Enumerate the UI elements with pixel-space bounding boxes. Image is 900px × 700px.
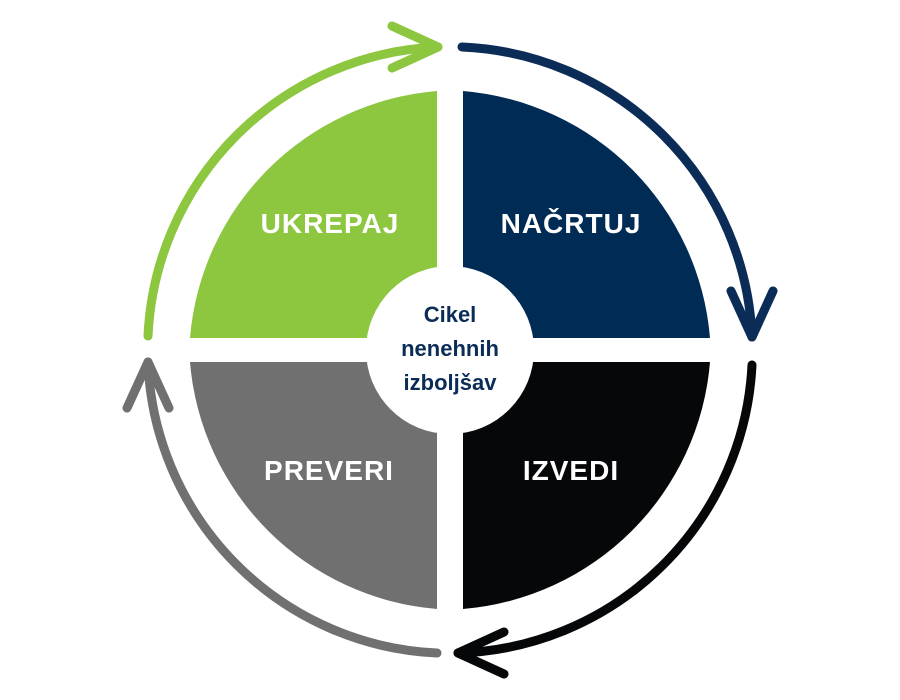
quadrant-ukrepaj — [190, 91, 437, 338]
quadrant-nacrtuj — [463, 91, 710, 338]
label-izvedi: IZVEDI — [523, 455, 619, 486]
center-line-2: nenehnih — [401, 336, 499, 361]
arrow-ukrepaj-to-nacrtuj-icon — [143, 21, 443, 341]
center-line-1: Cikel — [424, 302, 477, 327]
center-circle — [366, 266, 534, 434]
cycle-arrows — [122, 21, 778, 679]
label-preveri: PREVERI — [264, 455, 394, 486]
label-ukrepaj: UKREPAJ — [261, 208, 400, 239]
quadrant-izvedi — [463, 362, 710, 609]
quadrant-preveri — [190, 362, 437, 609]
arrow-preveri-to-ukrepaj-icon — [122, 357, 442, 658]
arrow-izvedi-to-preveri-icon — [453, 360, 757, 679]
arrow-nacrtuj-to-izvedi-icon — [457, 42, 778, 342]
center-line-3: izboljšav — [404, 370, 498, 395]
label-nacrtuj: NAČRTUJ — [501, 207, 642, 239]
center-title: Cikel nenehnih izboljšav — [401, 302, 499, 395]
quadrants — [190, 91, 710, 609]
